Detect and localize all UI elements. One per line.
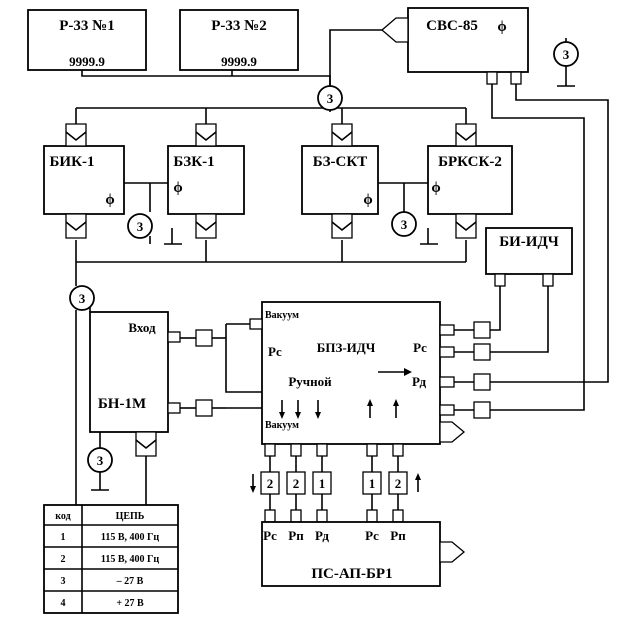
block-brksk2: БРКСК-2 ϕ — [427, 123, 513, 239]
block-bik1: БИК-1 ϕ — [43, 123, 125, 239]
ps-port-label: Рд — [315, 528, 329, 543]
cbc85-label: СВС-85 — [426, 18, 478, 34]
connector-label: 2 — [395, 476, 402, 491]
svg-text:3: 3 — [79, 291, 86, 306]
bpz-vacuum-top: Вакуум — [265, 310, 299, 321]
brksk2-phi: ϕ — [431, 180, 440, 196]
cbc85-phi: ϕ — [497, 19, 506, 35]
block-bzskt: БЗ-СКТ ϕ — [301, 123, 379, 239]
legend-table: код ЦЕПЬ 1 115 В, 400 Гц 2 115 В, 400 Гц… — [43, 504, 179, 614]
connector-row: 2 2 1 1 2 — [250, 471, 421, 523]
ps-port-label: Рп — [390, 528, 406, 543]
bzskt-label: БЗ-СКТ — [313, 154, 368, 170]
bpz-label: БПЗ-ИДЧ — [317, 340, 376, 355]
bpz-pc-right: Рс — [413, 340, 427, 355]
svg-text:3: 3 — [563, 47, 570, 62]
legend-header-code: код — [55, 511, 70, 522]
biidch-label: БИ-ИДЧ — [499, 234, 559, 250]
up-arrows-icon — [367, 399, 399, 418]
block-psapbr1: Рс Рп Рд Рс Рп ПС-АП-БР1 — [261, 521, 466, 587]
connector-square — [195, 399, 213, 417]
wires — [75, 29, 609, 522]
arrow-up-icon — [415, 473, 421, 480]
bpz-pc-left: Рс — [268, 344, 282, 359]
bzk1-phi: ϕ — [173, 180, 182, 196]
connector-label: 1 — [369, 476, 376, 491]
legend-circuit: + 27 В — [116, 598, 144, 609]
legend-circuit: – 27 В — [116, 576, 144, 587]
ps-label: ПС-АП-БР1 — [311, 566, 392, 582]
svg-text:3: 3 — [137, 219, 144, 234]
down-arrows-icon — [279, 400, 321, 419]
connector-label: 1 — [319, 476, 326, 491]
ps-port-label: Рс — [263, 528, 277, 543]
block-r33-2: Р-33 №2 9999.9 — [179, 9, 299, 71]
svg-text:3: 3 — [97, 453, 104, 468]
arrow-down-icon — [250, 486, 256, 493]
brksk2-label: БРКСК-2 — [438, 154, 502, 170]
connector-label: 2 — [267, 476, 274, 491]
legend-code: 1 — [61, 532, 66, 543]
bik1-phi: ϕ — [105, 192, 114, 208]
ground-circles: 3 3 3 3 3 3 — [69, 41, 579, 473]
ps-port-label: Рс — [365, 528, 379, 543]
r33-1-value: 9999.9 — [69, 54, 105, 69]
bn1m-label: БН-1М — [98, 396, 146, 412]
legend-code: 2 — [61, 554, 66, 565]
bzskt-phi: ϕ — [363, 192, 372, 208]
legend-circuit: 115 В, 400 Гц — [101, 532, 159, 543]
connector-label: 2 — [293, 476, 300, 491]
ps-port-label: Рп — [288, 528, 304, 543]
svg-text:3: 3 — [401, 217, 408, 232]
connector-square — [195, 329, 213, 347]
arrow-right-icon — [404, 368, 412, 376]
bpz-vacuum-bottom: Вакуум — [265, 420, 299, 431]
block-r33-1: Р-33 №1 9999.9 — [27, 9, 147, 71]
legend-code: 3 — [61, 576, 66, 587]
r33-2-label: Р-33 №2 — [211, 18, 266, 34]
bpz-manual: Ручной — [288, 374, 332, 389]
legend-code: 4 — [61, 598, 66, 609]
bzk1-label: БЗК-1 — [173, 154, 214, 170]
block-bn1m: Вход БН-1М — [89, 311, 181, 457]
block-biidch: БИ-ИДЧ — [485, 227, 573, 287]
r33-1-label: Р-33 №1 — [59, 18, 114, 34]
block-bzk1: БЗК-1 ϕ — [167, 123, 245, 239]
block-bpzidch: Вакуум Рс БПЗ-ИДЧ Рс Ручной Рд Вакуум — [249, 301, 491, 457]
block-cbc85: СВС-85 ϕ — [381, 7, 529, 85]
bn1m-input-label: Вход — [128, 320, 156, 335]
svg-text:3: 3 — [327, 91, 334, 106]
r33-2-value: 9999.9 — [221, 54, 257, 69]
bpz-pd-right: Рд — [412, 374, 426, 389]
legend-circuit: 115 В, 400 Гц — [101, 554, 159, 565]
bik1-label: БИК-1 — [50, 154, 95, 170]
legend-header-circuit: ЦЕПЬ — [116, 511, 145, 522]
